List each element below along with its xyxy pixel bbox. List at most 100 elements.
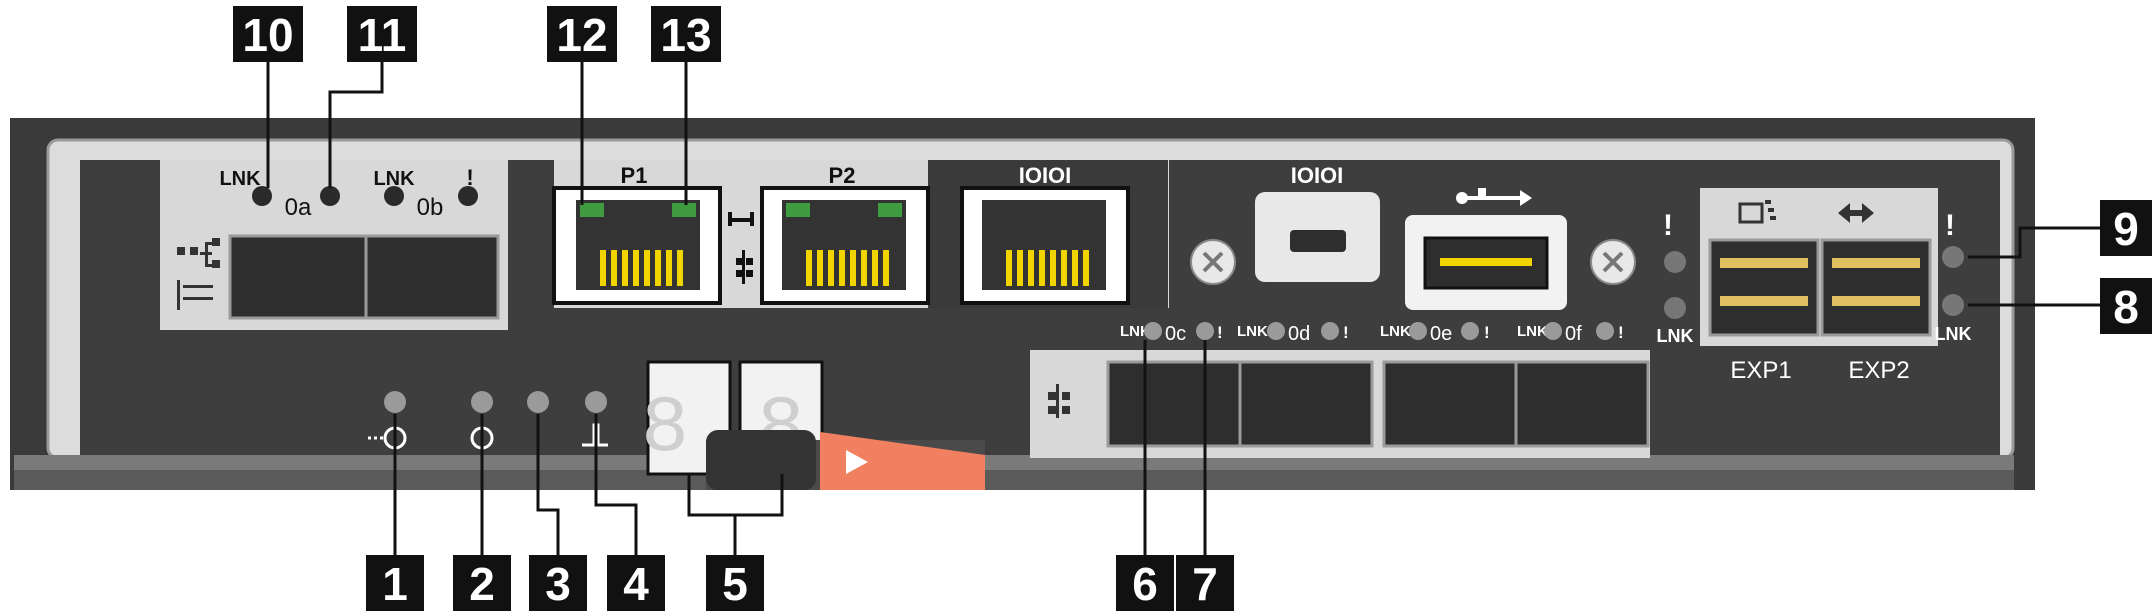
link-led-p1-right xyxy=(672,203,696,217)
expansion-icon xyxy=(1738,200,1776,224)
callout-11: 11 xyxy=(347,6,417,62)
callout-13: 13 xyxy=(651,6,721,62)
p2-label: P2 xyxy=(829,163,856,188)
led-attn-0f xyxy=(1596,322,1614,340)
sfp-module-0a-0b: LNK LNK ! 0a 0b xyxy=(160,160,508,330)
sfp-cage-0f[interactable] xyxy=(1514,360,1650,448)
callout-2: 2 xyxy=(453,555,511,611)
callout-6: 6 xyxy=(1116,555,1174,611)
callout-5-label: 5 xyxy=(722,558,748,610)
callout-2-label: 2 xyxy=(469,558,495,610)
lnk-label-0d: LNK xyxy=(1237,323,1268,340)
port-0d-label: 0d xyxy=(1288,323,1310,345)
callout-13-label: 13 xyxy=(660,9,711,61)
led-attn-0e xyxy=(1461,322,1479,340)
exp1-port[interactable] xyxy=(1708,238,1820,337)
usb-icon xyxy=(1456,188,1532,206)
alert-label-0e: ! xyxy=(1484,323,1490,342)
lnk-label-0c: LNK xyxy=(1120,323,1151,340)
rj45-port-p2[interactable] xyxy=(760,186,930,305)
callout-1: 1 xyxy=(366,555,424,611)
serial-label-top: IOIOI xyxy=(1019,163,1072,188)
network-port-icon-lower xyxy=(1048,384,1070,418)
status-led-row xyxy=(368,391,608,450)
right-io-module: IOIOI LNK 0c ! LNK 0d ! LNK 0e xyxy=(1030,163,1972,458)
sfp-cage-0e[interactable] xyxy=(1382,360,1518,448)
bidirectional-arrow-icon xyxy=(1838,203,1874,223)
led-lnk-0f xyxy=(1544,322,1562,340)
sfp-cage-0b[interactable] xyxy=(364,234,500,320)
led-attention xyxy=(527,391,549,413)
callout-3: 3 xyxy=(529,555,587,611)
callout-8: 8 xyxy=(2100,278,2152,334)
alert-label-exp-left: ! xyxy=(1663,209,1673,242)
led-locate xyxy=(384,391,406,413)
alert-label-0c: ! xyxy=(1217,323,1223,342)
led-lnk-exp-left xyxy=(1664,297,1686,319)
alert-label-0f: ! xyxy=(1618,323,1624,342)
led-lnk-right xyxy=(1942,294,1964,316)
callout-7: 7 xyxy=(1176,555,1234,611)
lnk-label-exp-left: LNK xyxy=(1657,326,1694,346)
port-0b-label: 0b xyxy=(417,194,444,221)
callout-9: 9 xyxy=(2100,200,2152,256)
port-0c-label: 0c xyxy=(1165,323,1186,345)
callout-leaders xyxy=(266,62,2100,555)
alert-label-0d: ! xyxy=(1343,323,1349,342)
led-attn-0d xyxy=(1321,322,1339,340)
sfp-cage-0a[interactable] xyxy=(228,234,370,320)
exp1-label: EXP1 xyxy=(1730,357,1791,384)
callout-9-label: 9 xyxy=(2113,203,2139,255)
alert-label-0b: ! xyxy=(466,165,473,190)
lnk-label-right: LNK xyxy=(1935,324,1972,344)
rj45-port-p1[interactable] xyxy=(552,186,722,305)
led-lnk-0d xyxy=(1267,322,1285,340)
callout-12: 12 xyxy=(547,6,617,62)
led-lnk-0c xyxy=(1144,322,1162,340)
rj45-port-group: P1 P2 IOIOI xyxy=(552,160,1169,308)
port-0f-label: 0f xyxy=(1565,323,1582,345)
network-icon-p xyxy=(736,250,753,284)
micro-usb-port[interactable] xyxy=(1290,230,1346,252)
sfp-cage-0d[interactable] xyxy=(1238,360,1374,448)
link-led-p2-right xyxy=(878,203,902,217)
led-attn-0c xyxy=(1196,322,1214,340)
port-0a-label: 0a xyxy=(285,194,312,221)
lnk-label-0a: LNK xyxy=(219,168,261,190)
led-lnk-0a xyxy=(252,186,272,206)
callout-1-label: 1 xyxy=(382,558,408,610)
release-handle[interactable] xyxy=(706,430,985,490)
callout-10-label: 10 xyxy=(242,9,293,61)
p1-label: P1 xyxy=(621,163,648,188)
callout-10: 10 xyxy=(233,6,303,62)
serial-label-usb: IOIOI xyxy=(1291,163,1344,188)
link-led-p2-left xyxy=(786,203,810,217)
callout-11-label: 11 xyxy=(358,9,407,61)
exp2-port[interactable] xyxy=(1820,238,1932,337)
led-attn-exp-left xyxy=(1664,251,1686,273)
exp2-label: EXP2 xyxy=(1848,357,1909,384)
wrench-icon xyxy=(728,212,754,226)
led-power xyxy=(471,391,493,413)
led-lnk-0e xyxy=(1409,322,1427,340)
screw-right xyxy=(1590,239,1636,285)
callout-8-label: 8 xyxy=(2113,281,2139,333)
led-attn-0b xyxy=(458,186,478,206)
led-attn-0a xyxy=(320,186,340,206)
led-activity xyxy=(585,391,607,413)
link-led-p1-left xyxy=(580,203,604,217)
led-attn-right xyxy=(1942,246,1964,268)
serial-rj45-port[interactable] xyxy=(960,186,1130,305)
screw-left xyxy=(1190,239,1236,285)
lnk-label-0f: LNK xyxy=(1517,323,1548,340)
callout-4: 4 xyxy=(607,555,665,611)
port-0e-label: 0e xyxy=(1430,323,1452,345)
callout-5: 5 xyxy=(706,555,764,611)
callout-7-label: 7 xyxy=(1192,558,1218,610)
sfp-cage-0c[interactable] xyxy=(1106,360,1242,448)
led-lnk-0b xyxy=(384,186,404,206)
callout-6-label: 6 xyxy=(1132,558,1158,610)
network-port-icon xyxy=(177,238,220,310)
callout-3-label: 3 xyxy=(545,558,571,610)
